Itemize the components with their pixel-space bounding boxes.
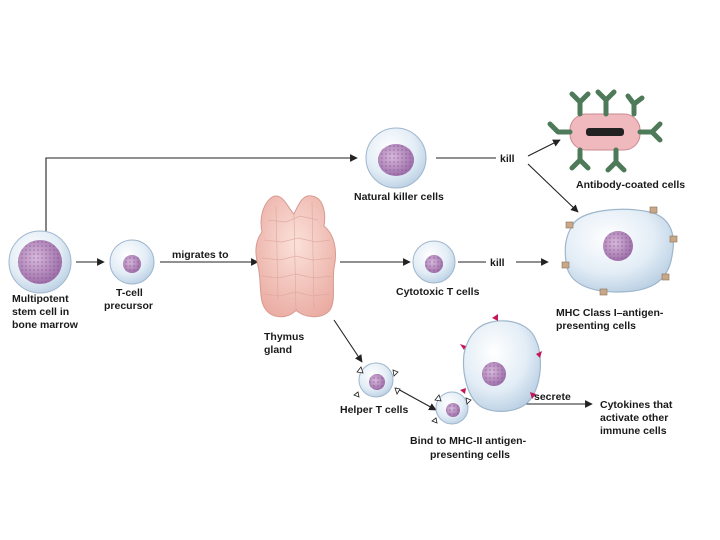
antibody-coated-cell (547, 89, 663, 173)
mhc-class-i-label: MHC Class I–antigen- presenting cells (556, 307, 666, 332)
mhc-ii-binding-complex (431, 314, 542, 425)
stem-cell (8, 230, 72, 294)
kill-to-mhc-i-arrow (527, 163, 579, 213)
secrete-label: secrete (534, 391, 571, 403)
natural-killer-cell (365, 127, 427, 189)
diagram-labels: Multipotent stem cell in bone marrow T-c… (12, 153, 685, 461)
thymus-gland (255, 195, 337, 318)
mhc-class-i-cell (561, 206, 678, 296)
helper-label: Helper T cells (340, 404, 408, 416)
bind-mhc-ii-label: Bind to MHC-II antigen- presenting cells (410, 435, 529, 461)
mhc-ii-marker-icons (460, 314, 542, 399)
natural-killer-label: Natural killer cells (354, 191, 444, 203)
thymus-label: Thymus gland (264, 331, 307, 356)
stem-cell-label: Multipotent stem cell in bone marrow (12, 293, 79, 331)
tcell-precursor-cell (109, 239, 155, 285)
helper-t-cell (353, 362, 401, 398)
kill-top-label: kill (500, 153, 515, 165)
antibody-icons (547, 89, 663, 173)
helper-to-bind-arrow (395, 387, 437, 411)
antibody-coated-label: Antibody-coated cells (576, 179, 685, 191)
kill-to-antibody-arrow (527, 139, 561, 157)
kill-middle-label: kill (490, 257, 505, 269)
cytotoxic-label: Cytotoxic T cells (396, 286, 480, 298)
cytokines-label: Cytokines that activate other immune cel… (600, 399, 675, 437)
thymus-to-helper-arrow (333, 319, 363, 363)
antigen-marker-icons (561, 206, 678, 296)
cytotoxic-t-cell (412, 240, 456, 284)
migrates-to-label: migrates to (172, 249, 229, 261)
stem-to-nk-arrow (45, 154, 358, 238)
tcell-precursor-label: T-cell precursor (104, 287, 153, 312)
